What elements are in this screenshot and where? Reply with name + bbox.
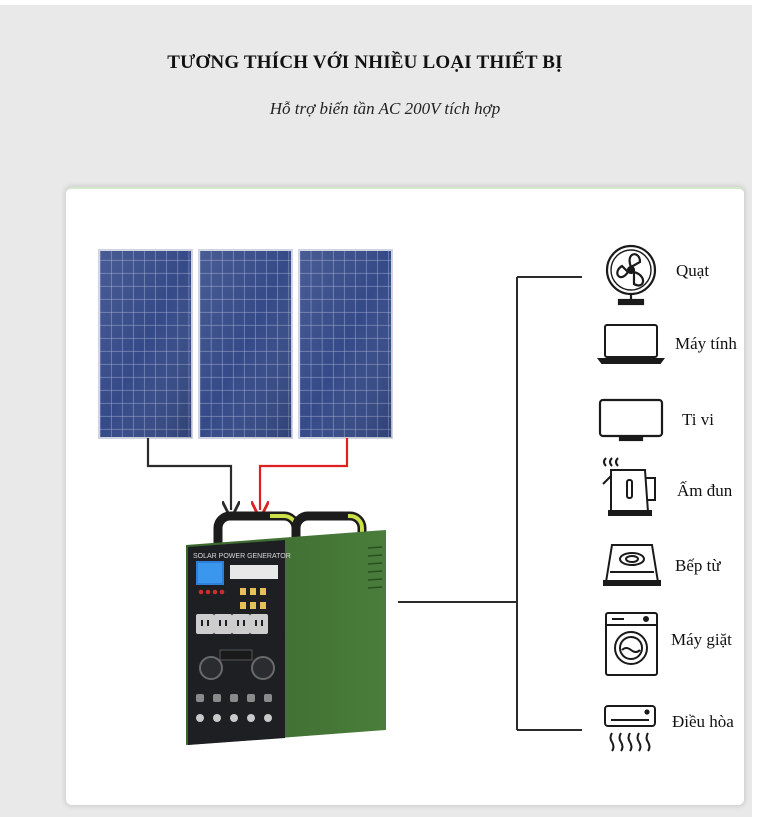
device-label-air-conditioner: Điều hòa [672,712,734,731]
tv-icon [598,398,664,442]
generator-panel-text: SOLAR POWER GENERATOR [193,553,291,560]
solar-generator: SOLAR POWER GENERATOR [186,511,386,745]
induction-cooker-icon [603,544,661,586]
device-label-tv: Ti vi [682,410,714,429]
device-label-fan: Quạt [676,261,710,280]
device-label-kettle: Ấm đun [677,481,733,500]
solar-panel [298,249,393,439]
device-label-washing-machine: Máy giặt [671,630,732,649]
negative-wire [146,438,231,510]
washing-machine-icon [605,612,658,676]
device-label-induction-cooker: Bếp từ [675,556,721,575]
laptop-icon [597,324,665,364]
solar-panel-array [98,249,393,439]
kettle-icon [602,457,656,516]
solar-panel [198,249,293,439]
air-conditioner-icon [604,705,656,752]
positive-wire [260,438,349,510]
distribution-lines [398,276,582,731]
page-title: TƯƠNG THÍCH VỚI NHIỀU LOẠI THIẾT BỊ [167,52,563,73]
page-subtitle: Hỗ trợ biến tần AC 200V tích hợp [269,99,501,118]
device-label-laptop: Máy tính [675,334,737,353]
fan-icon [605,244,657,306]
solar-panel [98,249,193,439]
